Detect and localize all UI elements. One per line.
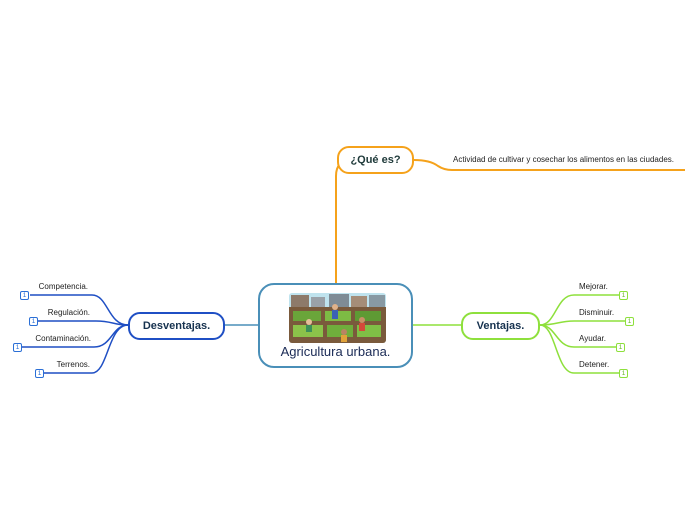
subtopic-detener[interactable]: Detener. [579, 360, 610, 369]
link-que-es-detail [413, 159, 685, 171]
link-ven-disminuir [539, 320, 627, 326]
subtopic-contaminacion[interactable]: Contaminación. [35, 334, 91, 343]
urban-garden-image [289, 293, 386, 343]
note-count-badge[interactable]: 1 [619, 291, 628, 300]
subtopic-ayudar[interactable]: Ayudar. [579, 334, 606, 343]
subtopic-regulacion[interactable]: Regulación. [47, 308, 90, 317]
link-desv-regulacion [38, 320, 129, 326]
note-count-badge[interactable]: 1 [616, 343, 625, 352]
note-count-badge[interactable]: 1 [13, 343, 22, 352]
que-es-detail[interactable]: Actividad de cultivar y cosechar los ali… [453, 155, 674, 164]
subtopic-disminuir[interactable]: Disminuir. [579, 308, 615, 317]
central-topic[interactable]: Agricultura urbana. [258, 283, 413, 368]
note-count-badge[interactable]: 1 [29, 317, 38, 326]
subtopic-terrenos[interactable]: Terrenos. [56, 360, 90, 369]
topic-que-es[interactable]: ¿Qué es? [337, 146, 414, 174]
link-ven-detener [539, 324, 622, 374]
subtopic-mejorar[interactable]: Mejorar. [579, 282, 608, 291]
note-count-badge[interactable]: 1 [619, 369, 628, 378]
link-desv-terrenos [44, 324, 129, 374]
link-ven-mejorar [539, 294, 622, 326]
note-count-badge[interactable]: 1 [625, 317, 634, 326]
note-count-badge[interactable]: 1 [35, 369, 44, 378]
subtopic-competencia[interactable]: Competencia. [38, 282, 88, 291]
central-title: Agricultura urbana. [280, 344, 391, 359]
topic-ventajas[interactable]: Ventajas. [461, 312, 540, 340]
note-count-badge[interactable]: 1 [20, 291, 29, 300]
topic-desventajas[interactable]: Desventajas. [128, 312, 225, 340]
link-que-es [335, 159, 353, 283]
